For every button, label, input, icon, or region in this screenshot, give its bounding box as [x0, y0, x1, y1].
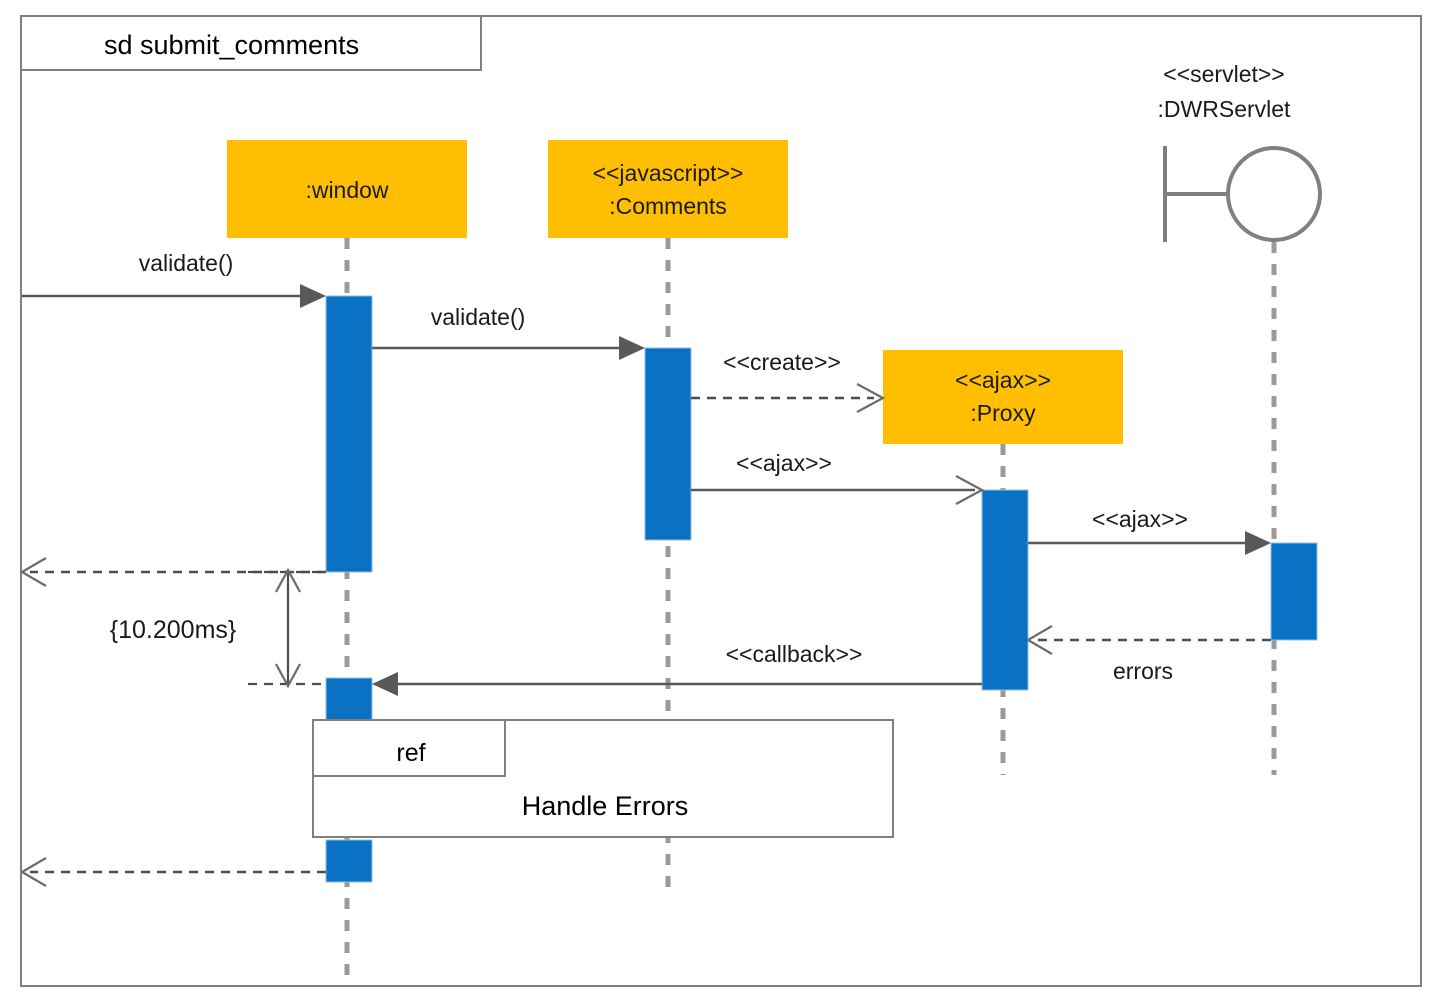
duration-constraint: {10.200ms}	[110, 567, 326, 689]
interface-lollipop-icon	[1163, 146, 1322, 242]
ref-fragment-label: Handle Errors	[522, 791, 689, 821]
arrowhead-create	[856, 383, 886, 413]
participant-stereotype-proxy: <<ajax>>	[955, 367, 1051, 393]
activation-proxy[interactable]	[981, 489, 1029, 691]
duration-arrowhead-bottom	[275, 663, 301, 689]
participant-label-window: :window	[305, 177, 388, 203]
message-label-ajax-servlet: <<ajax>>	[1092, 506, 1188, 532]
activation-window-callback[interactable]	[325, 677, 373, 721]
participant-label-dwrservlet: :DWRServlet	[1158, 96, 1292, 122]
arrowhead-ajax-proxy	[955, 475, 985, 505]
participant-stereotype-comments: <<javascript>>	[593, 160, 744, 186]
diagram-frame	[20, 15, 1422, 987]
activation-comments[interactable]	[644, 347, 692, 541]
participant-label-comments: :Comments	[609, 193, 727, 219]
message-label-errors: errors	[1113, 658, 1173, 684]
participant-head-window[interactable]	[227, 140, 467, 238]
participant-head-comments[interactable]	[548, 140, 788, 238]
duration-arrowhead-top	[275, 567, 301, 593]
message-label-callback: <<callback>>	[726, 641, 863, 667]
arrowhead-validate-entry	[300, 284, 326, 308]
frame-label: sd submit_comments	[104, 30, 359, 60]
arrowhead-errors	[1025, 625, 1053, 655]
activation-window-after-ref[interactable]	[325, 839, 373, 883]
duration-constraint-label: {10.200ms}	[110, 616, 237, 644]
message-label-validate-comments: validate()	[431, 304, 526, 330]
participant-head-proxy[interactable]	[883, 350, 1123, 444]
arrowhead-return-final	[19, 857, 47, 887]
participant-stereotype-dwrservlet: <<servlet>>	[1163, 61, 1284, 87]
participant-label-proxy: :Proxy	[970, 400, 1036, 426]
frame-name-tab-rect	[20, 15, 482, 71]
ref-fragment-tab-rect	[312, 719, 506, 777]
activation-dwrservlet[interactable]	[1270, 542, 1318, 641]
message-label-create: <<create>>	[723, 349, 841, 375]
arrowhead-callback	[372, 672, 398, 696]
arrowhead-ajax-servlet	[1245, 531, 1271, 555]
message-label-validate-entry: validate()	[139, 250, 234, 276]
message-label-ajax-proxy: <<ajax>>	[736, 450, 832, 476]
arrowhead-return-validate	[19, 557, 47, 587]
arrowhead-validate-comments	[619, 336, 645, 360]
ref-fragment-operator: ref	[396, 739, 425, 767]
ref-fragment[interactable]: ref Handle Errors	[312, 719, 894, 838]
activation-window-main[interactable]	[325, 295, 373, 573]
